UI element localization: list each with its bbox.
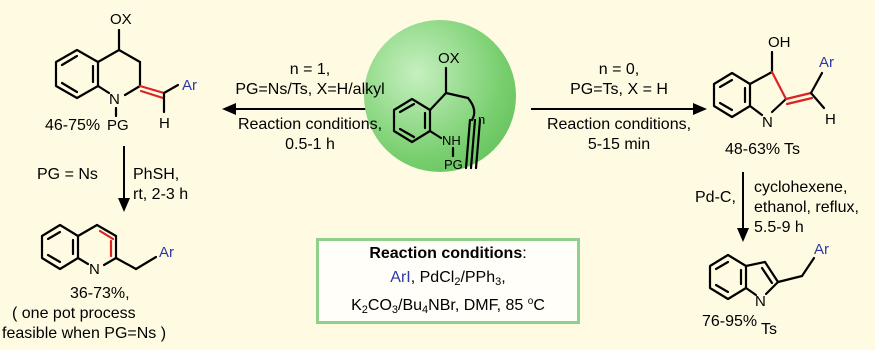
n-label: N: [755, 293, 766, 310]
oh-label: OH: [768, 34, 791, 51]
pg-label: PG: [444, 157, 463, 172]
left-down-reagent1: PhSH,: [133, 166, 180, 183]
conditions-line1: ArI, PdCl2/PPh3,: [319, 268, 577, 292]
left-down-reagent2: rt, 2-3 h: [133, 186, 189, 203]
pdcl-subscript: 2: [454, 276, 461, 288]
right-product-ts: Ts: [784, 141, 800, 158]
k-subscript: 2: [361, 304, 368, 316]
left-arrow-line3: Reaction conditions,: [237, 116, 383, 133]
pdcl-text: , PdCl: [410, 269, 455, 286]
right-down-catalyst: Pd-C,: [695, 189, 736, 206]
ar-label: Ar: [819, 54, 834, 71]
ar-label: Ar: [814, 241, 829, 258]
indolinol-product: OH N Ar H: [712, 34, 836, 131]
left-arrow-line2: PG=Ns/Ts, X=H/alkyl: [235, 81, 385, 98]
quinoline-note1: ( one pot process: [12, 305, 136, 322]
conditions-title: Reaction conditions: [369, 245, 523, 262]
right-down-line1: cyclohexene,: [754, 179, 848, 196]
right-down-line2: ethanol, reflux,: [754, 199, 859, 216]
right-arrow-line1: n = 0,: [598, 61, 640, 78]
celsius-text: C: [533, 297, 545, 314]
conditions-colon: :: [522, 245, 527, 262]
n-label: N: [109, 91, 120, 108]
left-down-arrow: [118, 146, 130, 212]
bu-subscript: 4: [422, 304, 429, 316]
h-label: H: [825, 111, 836, 128]
ox-label: OX: [438, 50, 460, 67]
indole-product: N Ar: [708, 241, 829, 310]
quinoline-yield: 36-73%,: [70, 285, 130, 302]
co-text: CO: [367, 297, 392, 314]
h-label: H: [159, 115, 170, 132]
starting-material-sphere: [364, 20, 516, 172]
ar-label: Ar: [159, 244, 174, 261]
starting-material: OX n NH PG: [392, 50, 485, 172]
right-arrow-line4: 5-15 min: [587, 136, 651, 153]
conditions-box: Reaction conditions: ArI, PdCl2/PPh3, K2…: [316, 238, 580, 324]
right-product-yield: 48-63%: [725, 141, 781, 158]
n-subscript: n: [478, 112, 485, 127]
conditions-title-line: Reaction conditions:: [319, 244, 577, 263]
co-subscript: 3: [391, 304, 399, 316]
pg-label: PG: [107, 117, 129, 134]
conditions-line2: K2CO3/Bu4NBr, DMF, 85 oC: [319, 292, 577, 320]
right-down-arrow: [737, 172, 749, 242]
indole-yield: 76-95%: [702, 313, 758, 330]
right-arrow: [531, 103, 707, 115]
left-arrow-line4: 0.5-1 h: [285, 136, 335, 153]
quinoline-note2: feasible when PG=Ns ): [2, 325, 167, 342]
left-arrow-line1: n = 1,: [289, 61, 331, 78]
pph-text: /PPh: [460, 269, 496, 286]
right-arrow-line3: Reaction conditions,: [546, 116, 692, 133]
right-down-line3: 5.5-9 h: [754, 219, 804, 236]
ar-label: Ar: [182, 77, 197, 94]
indole-ts: Ts: [761, 321, 777, 338]
k-text: K: [351, 297, 362, 314]
ox-label: OX: [110, 11, 132, 28]
right-arrow-line2: PG=Ts, X = H: [570, 81, 668, 98]
line1-comma: ,: [501, 269, 506, 286]
pph-subscript: 3: [495, 276, 502, 288]
nbr-dmf-text: NBr, DMF, 85: [428, 297, 528, 314]
n-label: N: [762, 114, 773, 131]
quinoline-product: N Ar: [40, 223, 174, 278]
bu-text: /Bu: [398, 297, 423, 314]
tetrahydroquinoline-product: OX N PG Ar H: [54, 11, 197, 134]
left-down-pg: PG = Ns: [37, 166, 98, 183]
n-label: N: [89, 261, 100, 278]
aryl-iodide: ArI: [390, 269, 411, 286]
degree-superscript: o: [527, 296, 534, 307]
left-product-yield: 46-75%: [45, 117, 101, 134]
nh-label: NH: [442, 133, 461, 148]
